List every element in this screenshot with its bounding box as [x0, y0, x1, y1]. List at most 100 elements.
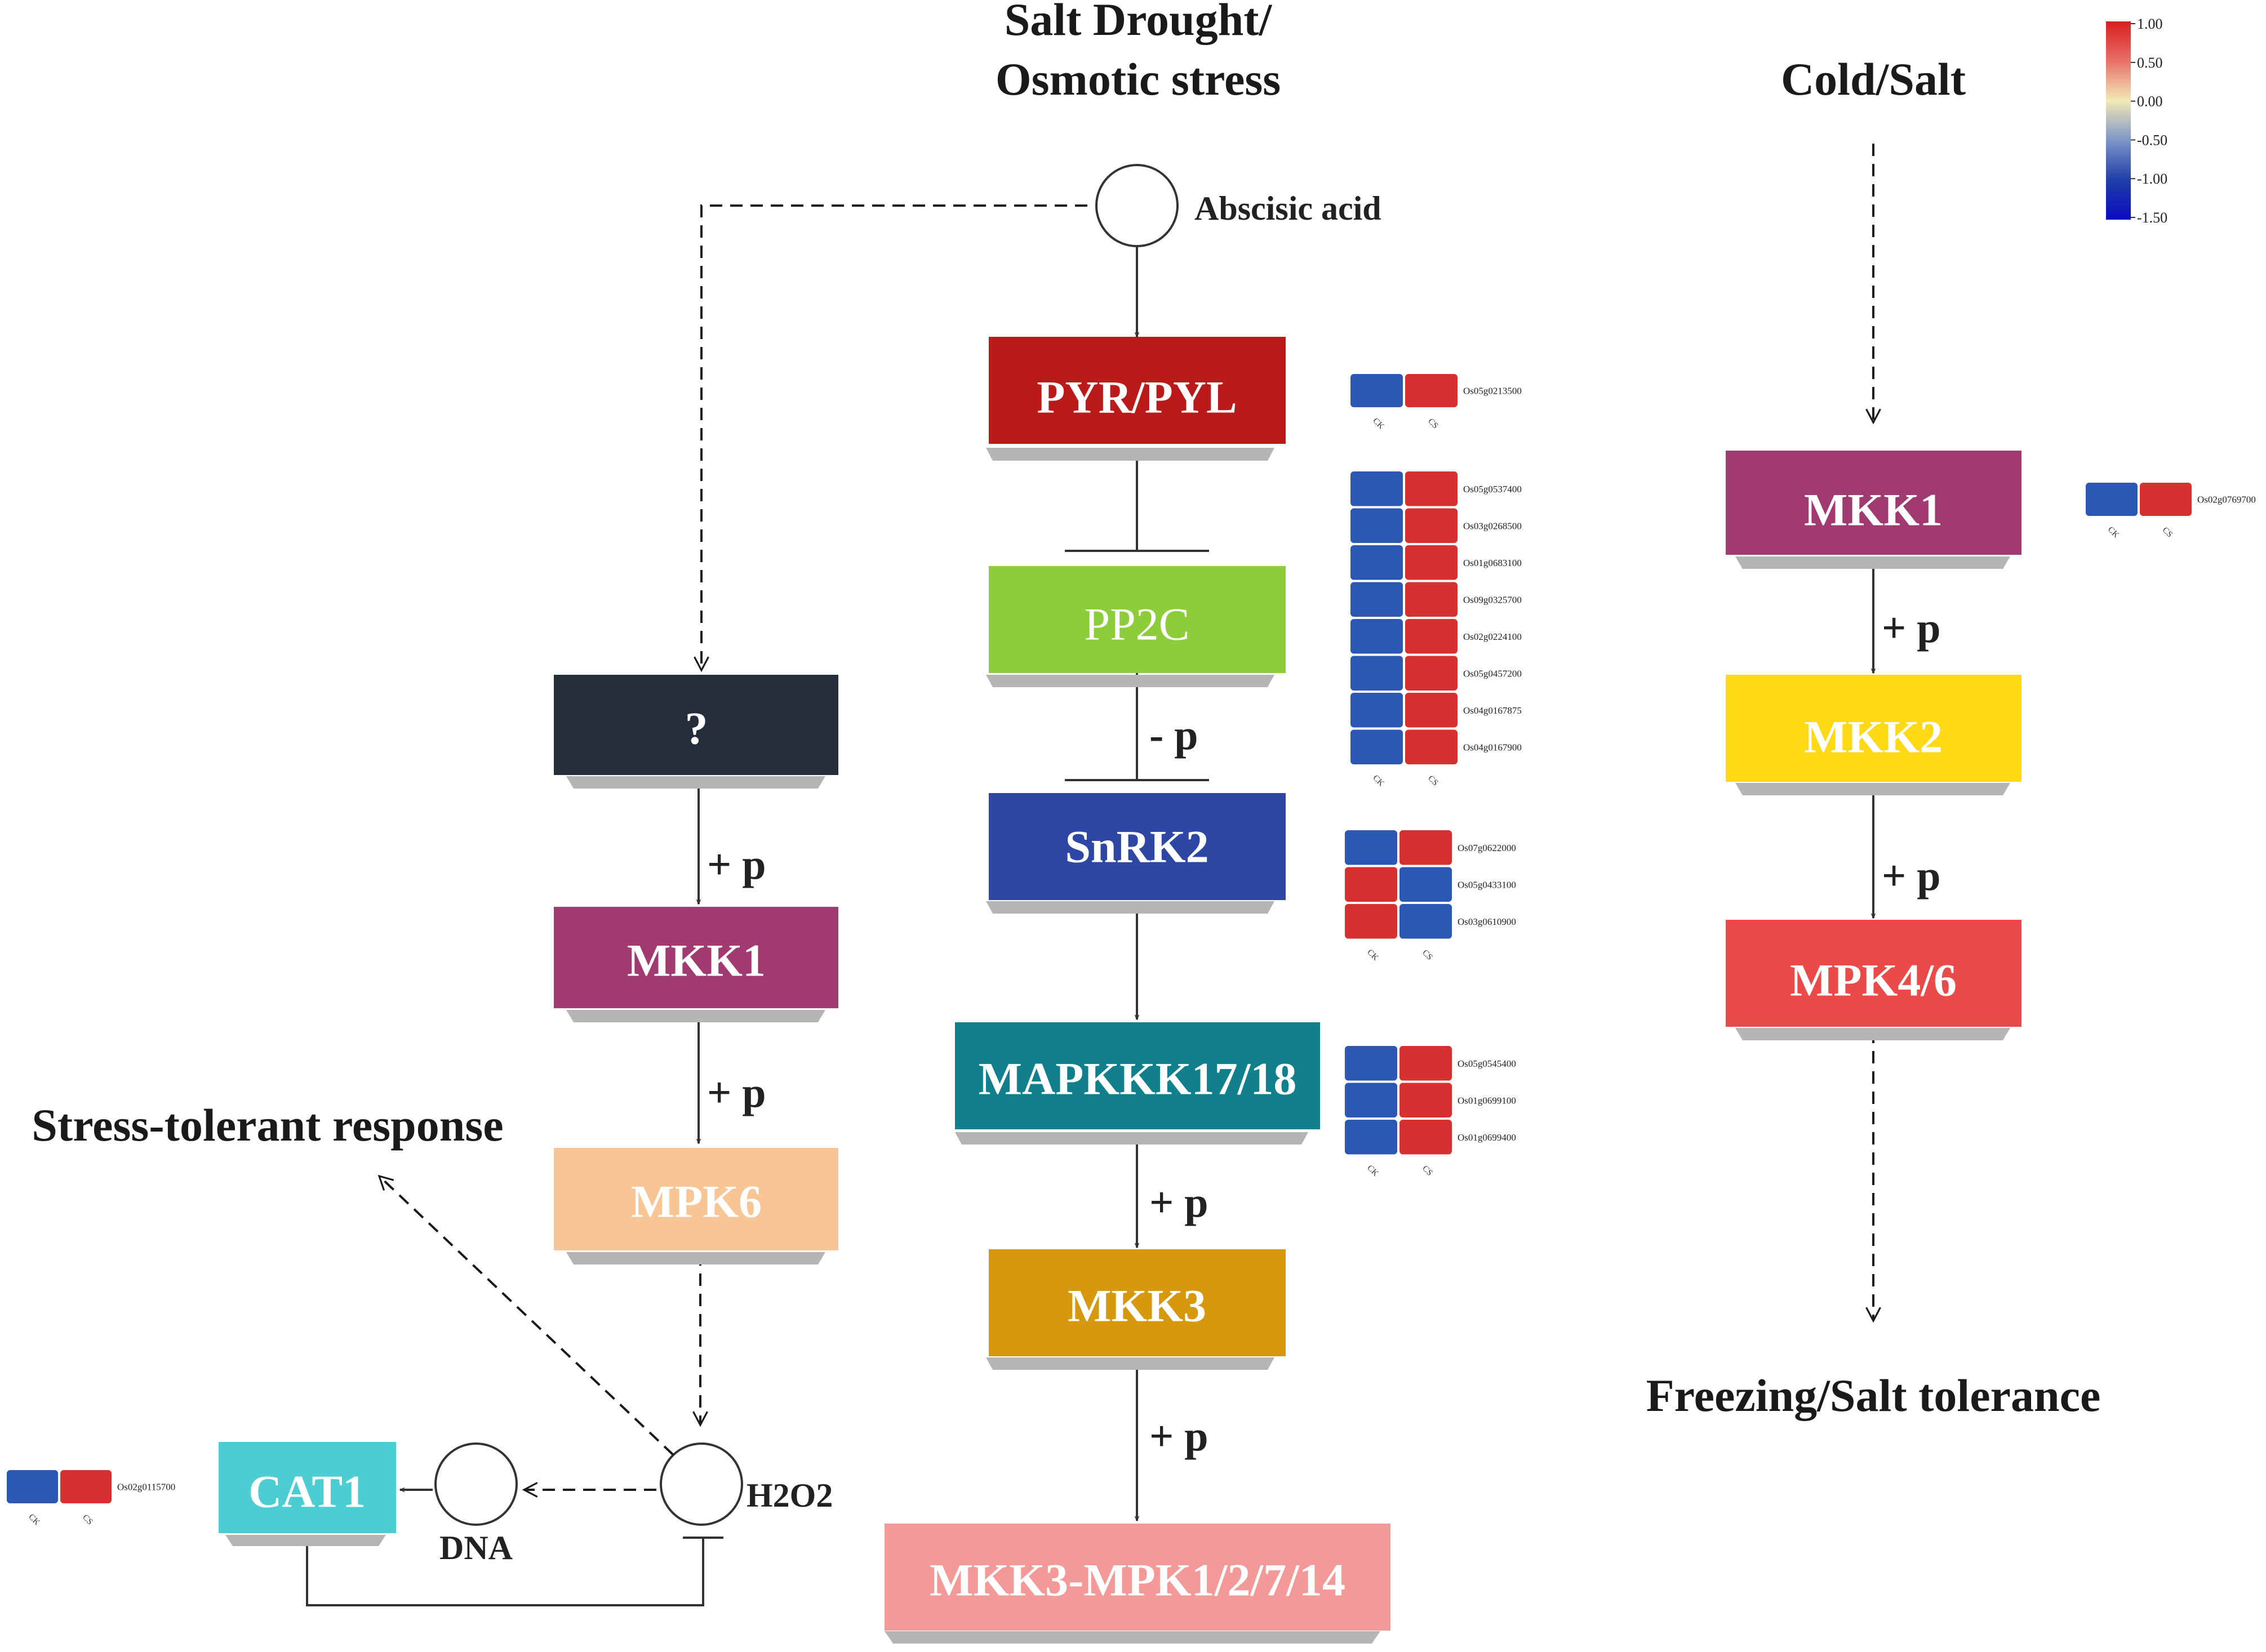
heatmap-cell: [1350, 729, 1403, 764]
h2o2-node: [660, 1442, 743, 1526]
box-label-mapkkk: MAPKKK17/18: [979, 1053, 1297, 1105]
heatmap-cell: [1350, 693, 1403, 728]
heading-stress-tolerant-response: Stress-tolerant response: [32, 1099, 503, 1151]
box-mkk3-mpk: MKK3-MPK1/2/7/14: [885, 1524, 1390, 1644]
box-label-mkk2: MKK2: [1804, 711, 1943, 763]
heatmap-cell: [1405, 374, 1458, 407]
color-legend: 1.000.500.00-0.50-1.00-1.50: [2106, 16, 2167, 226]
heatmap-gene-label: Os05g0457200: [1463, 668, 1522, 679]
heatmap-column-label: CS: [1426, 417, 1439, 430]
legend-tick-label: -1.50: [2137, 210, 2167, 226]
heatmap-column-label: CK: [1371, 773, 1385, 788]
heatmap-cell: [1350, 508, 1403, 543]
box-label-pyr-pyl: PYR/PYL: [1037, 372, 1237, 423]
box-shape: [1726, 920, 2021, 1027]
box-shape: [955, 1022, 1320, 1129]
heatmap-column-label: CS: [2161, 526, 2174, 539]
box-label-cat1: CAT1: [248, 1466, 366, 1517]
box-shape: [554, 907, 838, 1008]
edge-h2o2-to-stress-response: [377, 1174, 674, 1456]
heatmap-cell: [1350, 471, 1403, 506]
heatmap-gene-label: Os04g0167900: [1463, 742, 1522, 752]
heatmap-cell: [1350, 582, 1403, 617]
heatmap-gene-label: Os04g0167875: [1463, 705, 1522, 716]
box-unknown: ?: [554, 675, 838, 789]
heatmap-gene-label: Os01g0699100: [1458, 1095, 1516, 1106]
box-label-unknown: ?: [685, 703, 708, 754]
abscisic-acid-node: [1095, 164, 1179, 247]
box-shadow: [566, 776, 825, 789]
heatmap-cell: [1405, 693, 1458, 728]
legend-ticks: 1.000.500.00-0.50-1.00-1.50: [2131, 16, 2167, 226]
box-shape: [219, 1442, 396, 1533]
heatmap-cell: [1350, 545, 1403, 580]
box-mapkkk17-18: MAPKKK17/18: [955, 1022, 1320, 1145]
heatmap-gene-label: Os05g0213500: [1463, 386, 1522, 397]
heatmap-gene-label: Os02g0769700: [2197, 495, 2256, 505]
heatmap-cell: [1405, 471, 1458, 506]
heatmap-cell: [1405, 656, 1458, 691]
heading-freezing-salt-tolerance: Freezing/Salt tolerance: [1646, 1370, 2101, 1421]
heatmap-cell: [1399, 1120, 1452, 1155]
edge-label-plus-p-mkk2: + p: [1882, 852, 1941, 900]
h2o2-label: H2O2: [747, 1477, 833, 1514]
edge-label-plus-p-mapkkk: + p: [1149, 1179, 1208, 1226]
box-shape: [989, 1249, 1286, 1356]
heatmap-gene-label: Os01g0683100: [1463, 558, 1522, 568]
box-shadow: [986, 1357, 1274, 1370]
heatmap-gene-label: Os03g0268500: [1463, 520, 1522, 531]
heatmap-cell: [1399, 867, 1452, 902]
box-shape: [989, 337, 1286, 444]
box-shadow: [986, 448, 1274, 461]
heatmap-cell: [1345, 1083, 1397, 1117]
heatmap-cell: [1345, 1120, 1397, 1155]
box-label-snrk2: SnRK2: [1065, 821, 1208, 872]
heatmap-cell: [1399, 904, 1452, 939]
heatmap-cell: [1345, 867, 1397, 902]
box-label-mkk1-left: MKK1: [627, 935, 766, 986]
legend-tick-label: 0.50: [2137, 55, 2163, 71]
box-shadow: [1735, 556, 2010, 569]
heatmap-column-label: CS: [1426, 774, 1439, 787]
box-mkk2: MKK2: [1726, 675, 2021, 795]
heatmap-cell: [1405, 582, 1458, 617]
edge-label-minus-p: - p: [1149, 711, 1198, 759]
heatmap-column-label: CK: [26, 1512, 41, 1527]
dna-node: [434, 1442, 518, 1526]
heatmap-cell: [2140, 483, 2192, 516]
heatmap-cell: [1345, 1046, 1397, 1081]
heatmap-cell: [1350, 619, 1403, 654]
box-shadow: [986, 901, 1274, 914]
heatmap-gene-label: Os05g0433100: [1458, 879, 1516, 890]
heatmap-column-label: CK: [2106, 525, 2121, 540]
heatmap-column-label: CK: [1365, 948, 1380, 963]
heatmap-gene-label: Os05g0545400: [1458, 1058, 1516, 1069]
legend-tick-label: -1.00: [2137, 171, 2167, 187]
legend-colorbar: [2106, 21, 2131, 220]
box-shape: [989, 566, 1286, 673]
box-shadow: [1735, 783, 2010, 795]
box-mkk3: MKK3: [986, 1249, 1286, 1370]
box-mkk1-right: MKK1: [1726, 451, 2021, 569]
heatmap-column-label: CK: [1371, 416, 1385, 431]
heatmap-cell: [2086, 483, 2138, 516]
heatmap-pp2c: Os05g0537400Os03g0268500Os01g0683100Os09…: [1350, 471, 1522, 788]
heatmap-cell: [1345, 830, 1397, 865]
box-mpk6: MPK6: [554, 1148, 838, 1264]
box-shape: [554, 1148, 838, 1250]
box-label-mpk6: MPK6: [631, 1176, 762, 1227]
box-mpk4-6: MPK4/6: [1726, 920, 2021, 1040]
box-cat1: CAT1: [219, 1442, 396, 1546]
edge-label-plus-p-mkk1: + p: [707, 1069, 766, 1116]
box-pp2c: PP2C: [986, 566, 1286, 687]
edge-label-plus-p-unknown: + p: [707, 841, 766, 888]
heading-salt-drought-line1: Salt Drought/: [1005, 0, 1273, 45]
heatmap-cell: [1399, 830, 1452, 865]
box-label-mkk3: MKK3: [1068, 1280, 1206, 1332]
heading-cold-salt: Cold/Salt: [1781, 54, 1966, 105]
box-label-mkk1-right: MKK1: [1804, 484, 1943, 536]
